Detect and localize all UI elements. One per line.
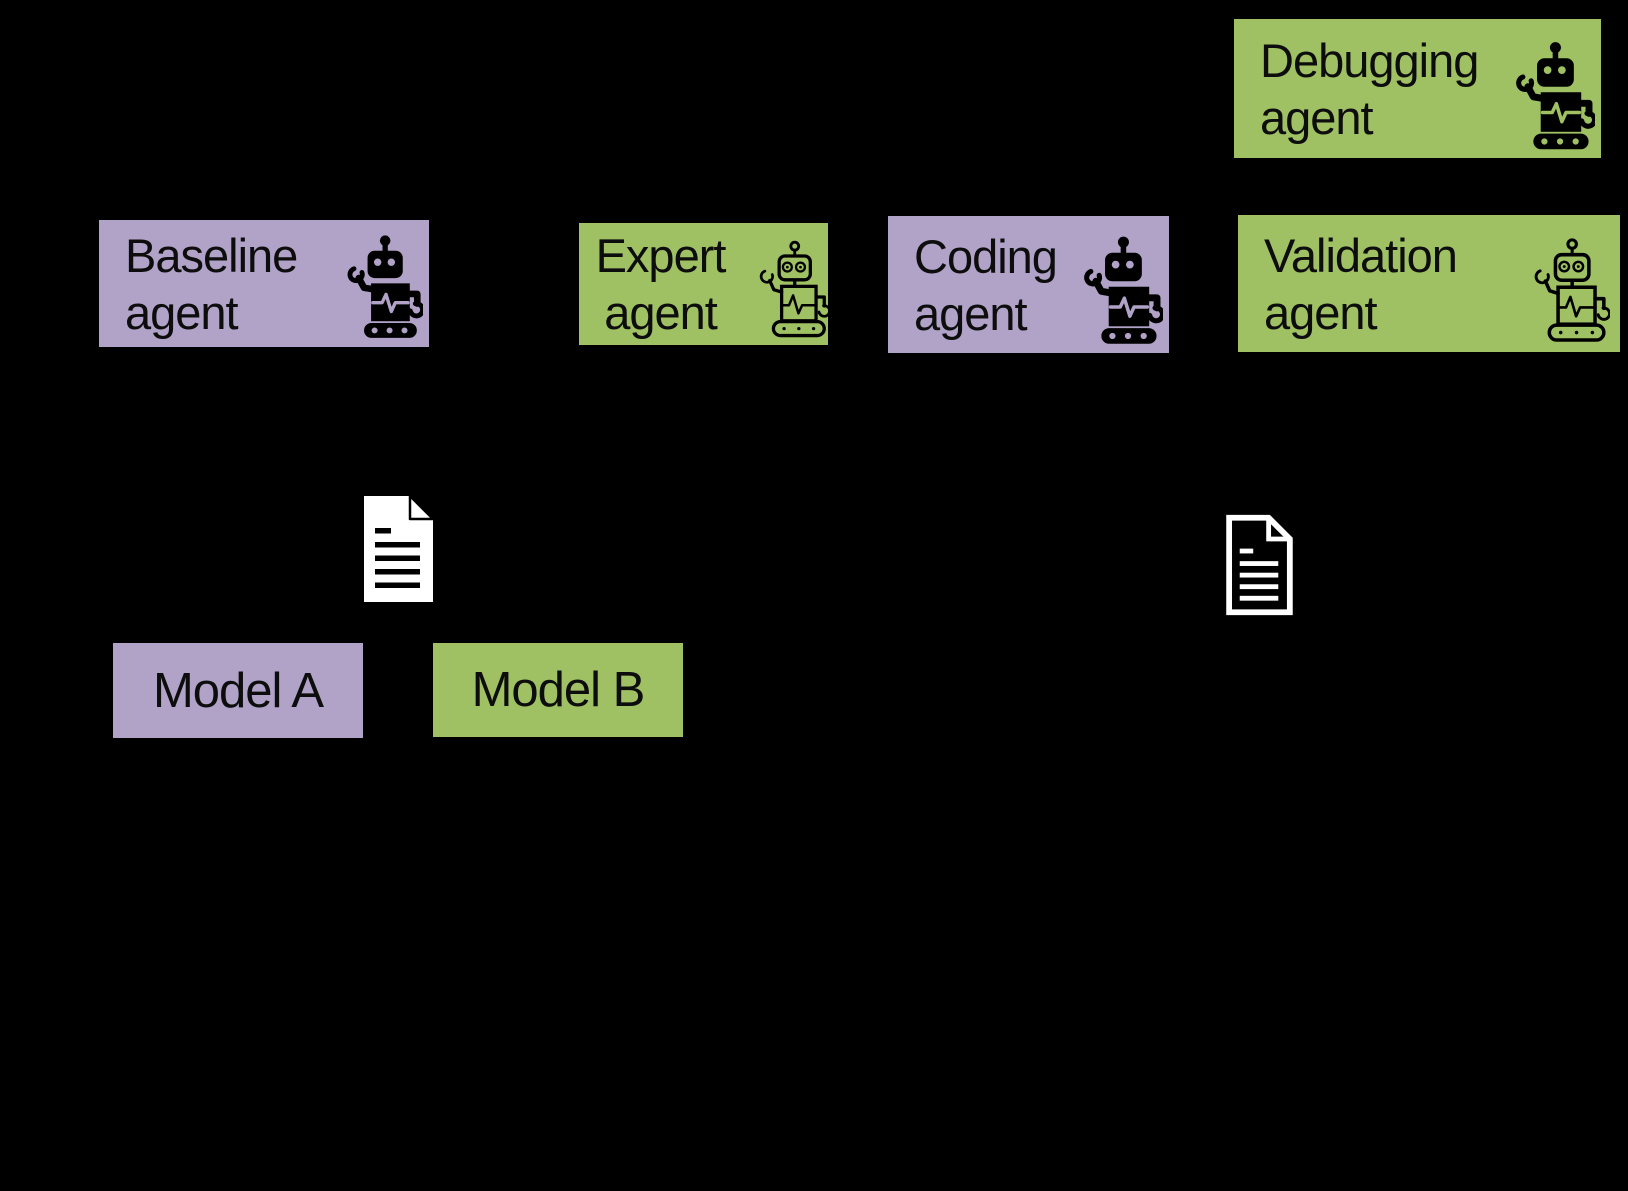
label-line: agent <box>1260 90 1374 144</box>
debugging-agent-label: Debugging agent <box>1234 32 1601 146</box>
label-line: Coding <box>914 229 1058 283</box>
baseline-agent-box: Baseline agent <box>99 220 429 347</box>
label-line: agent <box>914 286 1028 340</box>
model-b-label: Model B <box>471 663 646 717</box>
label-line: agent <box>125 285 239 339</box>
label-line: Expert <box>595 229 727 282</box>
label-line: Validation <box>1264 228 1458 282</box>
baseline-agent-label: Baseline agent <box>99 227 429 341</box>
label-line: agent <box>604 286 718 339</box>
label-line: agent <box>1264 285 1378 339</box>
document-icon <box>362 494 435 604</box>
robot-icon <box>759 240 830 338</box>
robot-icon <box>1503 39 1595 151</box>
robot-icon <box>335 232 423 340</box>
coding-agent-label: Coding agent <box>888 228 1169 342</box>
document-icon <box>1219 512 1299 618</box>
model-a-box: Model A <box>113 643 363 738</box>
model-a-label: Model A <box>152 663 324 718</box>
robot-icon <box>1534 238 1610 342</box>
debugging-agent-box: Debugging agent <box>1234 19 1601 158</box>
coding-agent-box: Coding agent <box>888 216 1169 353</box>
model-b-box: Model B <box>433 643 683 737</box>
validation-agent-label: Validation agent <box>1238 227 1620 341</box>
expert-agent-label: Expert agent <box>579 227 828 341</box>
label-line: Debugging <box>1260 33 1479 87</box>
expert-agent-box: Expert agent <box>579 223 830 345</box>
validation-agent-box: Validation agent <box>1238 215 1620 352</box>
label-line: Baseline <box>125 228 298 282</box>
robot-icon <box>1071 233 1163 346</box>
